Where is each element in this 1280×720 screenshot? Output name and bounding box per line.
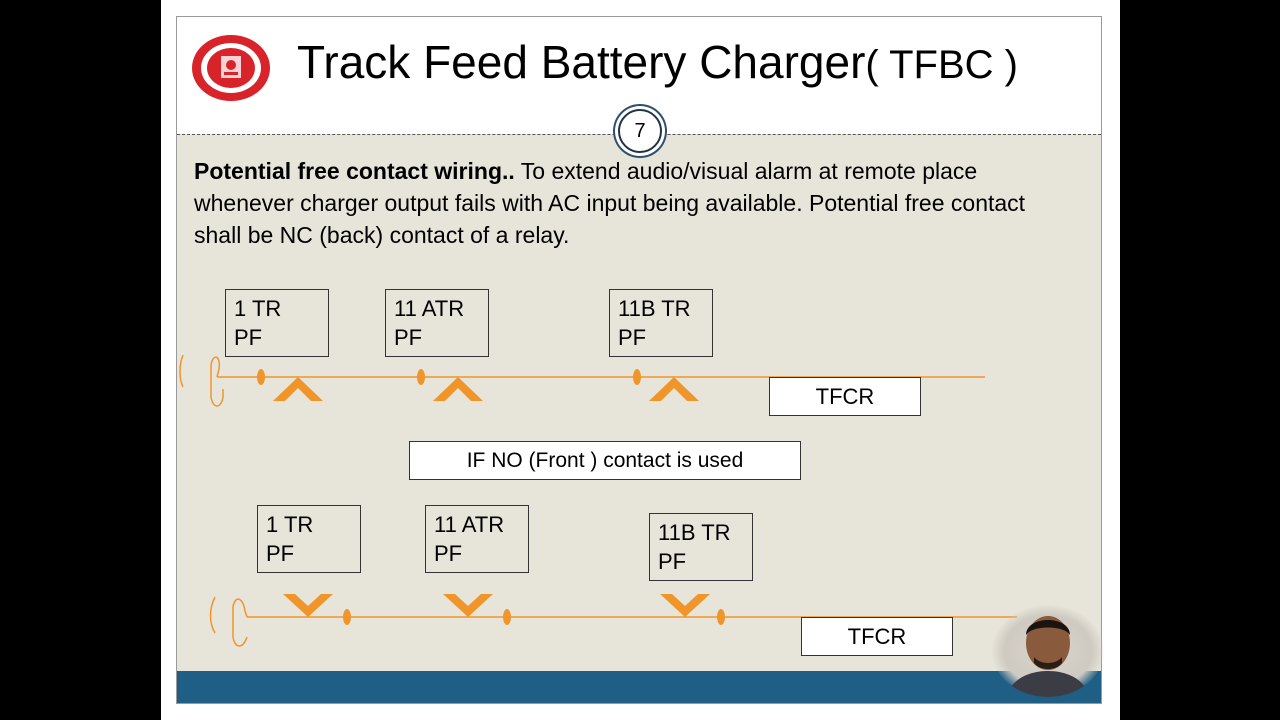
- presenter-icon: [1006, 616, 1090, 697]
- body-bold-lead: Potential free contact wiring..: [194, 158, 515, 184]
- body-text: To extend audio/visual alarm at remote p…: [194, 158, 1026, 248]
- box-sublabel: PF: [434, 541, 463, 566]
- top-fuse-icons: [257, 369, 641, 385]
- box-sublabel: PF: [234, 325, 263, 350]
- box-label: 11B TR: [658, 520, 731, 545]
- page-number-badge: 7: [618, 109, 662, 153]
- bottom-fuse-icons: [343, 609, 725, 625]
- relay-box-11btr-bottom: 11B TR PF: [649, 513, 753, 581]
- tfcr-relay-bottom: TFCR: [801, 617, 953, 656]
- box-sublabel: PF: [658, 549, 687, 574]
- top-nc-contact-icons: [273, 377, 699, 401]
- box-sublabel: PF: [266, 541, 295, 566]
- box-label: 11 ATR: [434, 512, 505, 537]
- relay-box-1tr-top: 1 TR PF: [225, 289, 329, 357]
- slide-title: Track Feed Battery Charger( TFBC ): [297, 35, 1018, 89]
- note-text: IF NO (Front ) contact is used: [466, 449, 744, 472]
- body-paragraph: Potential free contact wiring.. To exten…: [194, 155, 1074, 251]
- slide-header: Track Feed Battery Charger( TFBC ): [177, 17, 1101, 134]
- presenter-webcam: [992, 605, 1104, 697]
- box-sublabel: PF: [394, 325, 423, 350]
- relay-box-1tr-bottom: 1 TR PF: [257, 505, 361, 573]
- title-main: Track Feed Battery Charger: [297, 36, 866, 88]
- page-number: 7: [634, 119, 646, 142]
- no-contact-note: IF NO (Front ) contact is used: [409, 441, 801, 480]
- tfcr-label: TFCR: [847, 624, 907, 649]
- bottom-no-contact-icons: [283, 594, 710, 617]
- relay-box-11atr-top: 11 ATR PF: [385, 289, 489, 357]
- title-suffix: ( TFBC ): [865, 43, 1018, 87]
- box-label: 11B TR: [618, 296, 691, 321]
- box-label: 1 TR: [266, 512, 314, 537]
- tfcr-relay-top: TFCR: [769, 377, 921, 416]
- relay-box-11btr-top: 11B TR PF: [609, 289, 713, 357]
- box-label: 1 TR: [234, 296, 282, 321]
- tfcr-label: TFCR: [815, 384, 875, 409]
- box-sublabel: PF: [618, 325, 647, 350]
- indian-railways-logo-icon: [192, 35, 270, 101]
- box-label: 11 ATR: [394, 296, 465, 321]
- relay-box-11atr-bottom: 11 ATR PF: [425, 505, 529, 573]
- circuit-diagram: [179, 354, 1017, 647]
- slide: Track Feed Battery Charger( TFBC ) 7 Pot…: [176, 16, 1102, 704]
- slide-footer-bar: [177, 671, 1101, 703]
